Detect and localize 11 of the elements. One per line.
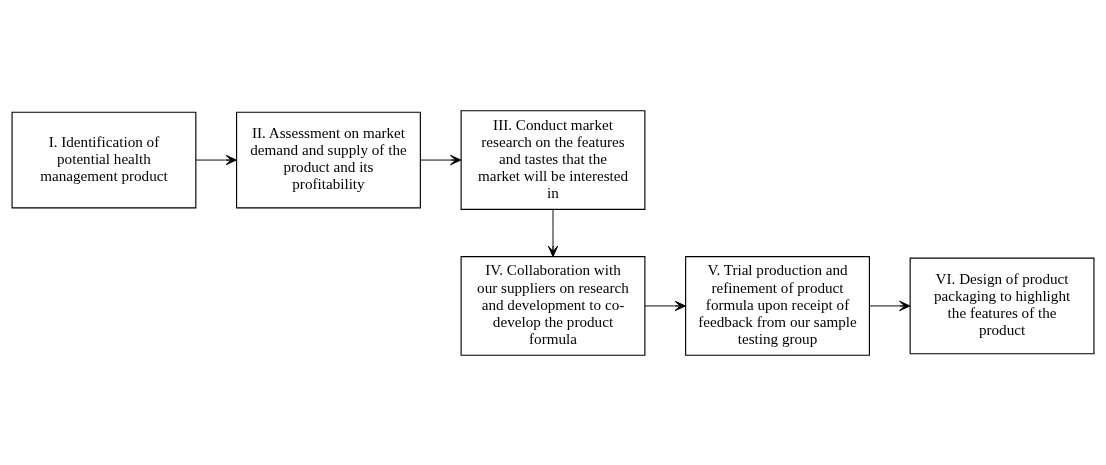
arrow <box>869 300 911 311</box>
node-box: V. Trial production and refinement of product formula upon receipt of feedback from our sample testing group <box>685 255 870 356</box>
node-box: I. Identification of potential health management product <box>11 111 197 208</box>
node-box: II. Assessment on market demand and supply of the product and its profitability <box>236 111 421 208</box>
arrow <box>195 154 237 165</box>
node-box: VI. Design of product packaging to highlight the features of the product <box>909 257 1095 354</box>
node-box: IV. Collaboration with our suppliers on research and development to co-develop the product formula <box>460 255 646 356</box>
arrow <box>420 154 462 165</box>
arrow <box>644 300 686 311</box>
arrow <box>547 208 559 257</box>
node-box: III. Conduct market research on the features and tastes that the market will be interested in <box>460 109 646 210</box>
